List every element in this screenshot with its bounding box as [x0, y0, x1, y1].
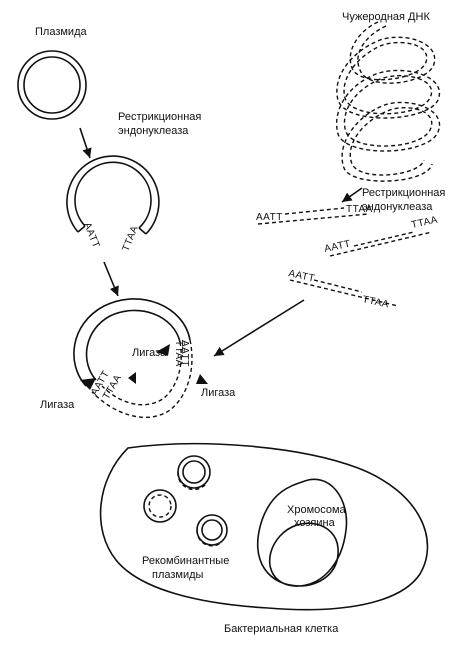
recombinant-plasmids-label-2: плазмиды — [152, 569, 204, 581]
restriction-enzyme-left-label-1: Рестрикционная — [118, 111, 201, 123]
fragment-1-aatt: AATT — [256, 212, 283, 223]
recombinant-ttaa: TTAA — [173, 340, 184, 367]
ligase-left-label: Лигаза — [40, 399, 75, 411]
foreign-dna-label: Чужеродная ДНК — [342, 11, 430, 23]
cell-plasmid-3 — [196, 514, 228, 547]
fragment-2-aatt: AATT — [323, 239, 352, 255]
arrow-plasmid-to-cut — [79, 127, 92, 159]
cut-plasmid — [66, 155, 160, 235]
cell-plasmid-1 — [177, 455, 211, 491]
ligase-inner-label: Лигаза — [132, 347, 167, 359]
restriction-enzyme-right-label-2: эндонуклеаза — [362, 201, 433, 213]
fragment-1-ttaa: TTAA — [346, 204, 373, 215]
recombinant-plasmid — [73, 298, 193, 418]
fragment-3-aatt: AATT — [287, 268, 316, 284]
dna-fragment-1: AATT TTAA — [256, 204, 373, 225]
plasmid-label: Плазмида — [35, 26, 87, 38]
arrow-fragments-to-recombinant — [213, 299, 305, 357]
bacterial-cell-label: Бактериальная клетка — [224, 623, 339, 635]
host-chromosome-label-2: хозяина — [294, 517, 336, 529]
cell-plasmid-2 — [143, 489, 177, 523]
arrow-cut-to-recombinant — [103, 261, 119, 297]
ligase-wedge-mid — [128, 372, 136, 384]
ligase-wedge-left — [80, 378, 96, 390]
ligase-wedge-right — [196, 374, 208, 384]
host-chromosome-label-1: Хромосома — [287, 504, 347, 516]
ligase-right-label: Лигаза — [201, 387, 236, 399]
dna-fragment-2: AATT TTAA — [323, 215, 439, 257]
recombinant-plasmids-label-1: Рекомбинантные — [142, 555, 229, 567]
restriction-enzyme-right-label-1: Рестрикционная — [362, 187, 445, 199]
foreign-dna-coil — [336, 21, 441, 182]
dna-fragment-3: AATT TTAA — [287, 268, 399, 311]
cut-plasmid-ttaa: TTAA — [121, 224, 141, 253]
fragment-2-ttaa: TTAA — [410, 215, 439, 231]
bacterial-cell-outline — [99, 442, 429, 611]
recombinant-aatt: AATT — [179, 340, 190, 367]
ligase-wedge-inner — [156, 344, 170, 356]
plasmid-circle — [17, 50, 87, 120]
cut-plasmid-aatt: AATT — [81, 221, 101, 250]
restriction-enzyme-left-label-2: эндонуклеаза — [118, 125, 189, 137]
arrow-coil-to-fragments — [341, 187, 363, 203]
host-chromosome — [256, 478, 348, 587]
